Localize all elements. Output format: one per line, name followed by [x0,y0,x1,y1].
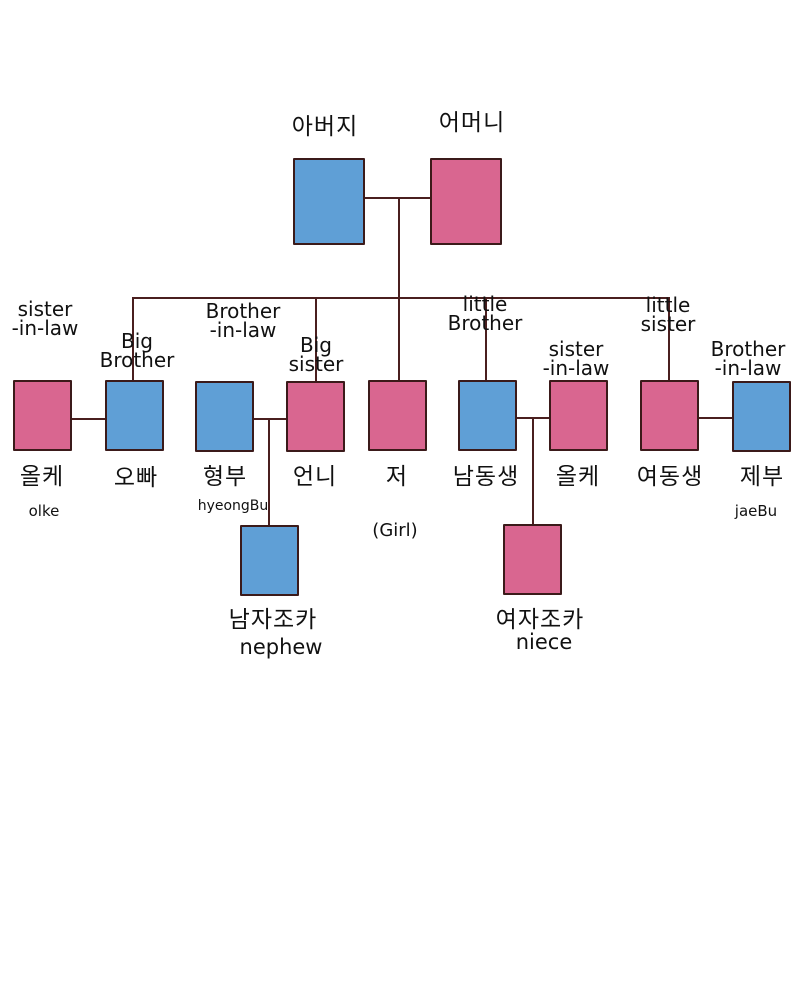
olke1-english-line2: -in-law [11,316,79,340]
namdongsaeng-english-line1: little [462,292,508,316]
jaebu-label: 제부 [739,464,785,490]
hyeongbu-english-line2: -in-law [209,318,277,342]
hyeongbu-box[interactable] [195,381,254,452]
yeodongsaeng-english-line2: sister [640,312,696,336]
olke-oppa-marriage-line [71,418,107,420]
olke1-english: sister-in-law [11,297,79,340]
hyeongbu-english: Brother-in-law [205,299,281,342]
oppa-box[interactable] [105,380,164,451]
nephew-english: nephew [239,635,323,659]
eonni-box[interactable] [286,381,345,452]
nephew-label: 남자조카 [228,607,318,633]
hyeongbu-english-line1: Brother [205,299,281,323]
yeodongsaeng-english-line1: little [645,293,691,317]
niece-english: niece [515,630,573,654]
niece-descent-line [532,417,534,525]
jaebu-english: Brother-in-law [710,337,786,380]
olke2-label: 올케 [555,464,601,490]
olke2-english-line1: sister [548,337,604,361]
siblings-bar [132,297,670,299]
niece-box[interactable] [503,524,562,595]
oppa-english-line2: Brother [99,348,175,372]
hyeongbu-eonni-marriage-line [253,418,288,420]
olke2-english: sister-in-law [542,337,610,380]
me-box[interactable] [368,380,427,451]
jaebu-english-line1: Brother [710,337,786,361]
olke1-english-line1: sister [17,297,73,321]
hyeongbu-label: 형부 [202,464,248,490]
me-label: 저 [385,464,409,490]
jaebu-box[interactable] [732,381,791,452]
yeodongsaeng-jaebu-marriage-line [698,417,734,419]
eonni-english-line2: sister [288,352,344,376]
olke1-box[interactable] [13,380,72,451]
oppa-label: 오빠 [113,465,159,491]
father-label: 아버지 [291,114,359,140]
olke2-box[interactable] [549,380,608,451]
olke1-label: 올케 [19,464,65,490]
parents-descent-line [398,197,400,382]
mother-box[interactable] [430,158,502,245]
oppa-english-line1: Big [121,329,153,353]
niece-label: 여자조카 [495,607,585,633]
yeodongsaeng-label: 여동생 [636,464,704,490]
nephew-descent-line [268,418,270,526]
yeodongsaeng-drop-line [668,297,670,381]
oppa-drop-line [132,297,134,381]
namdongsaeng-label: 남동생 [452,464,520,490]
yeodongsaeng-box[interactable] [640,380,699,451]
namdongsaeng-english-line2: Brother [447,311,523,335]
jaebu-romanized: jaeBu [734,502,778,520]
olke1-romanized: olke [28,502,60,520]
mother-label: 어머니 [438,110,506,136]
jaebu-english-line2: -in-law [714,356,782,380]
me-note: (Girl) [372,520,418,541]
namdongsaeng-drop-line [485,297,487,381]
father-box[interactable] [293,158,365,245]
namdongsaeng-box[interactable] [458,380,517,451]
eonni-english-line1: Big [300,333,332,357]
nephew-box[interactable] [240,525,299,596]
eonni-drop-line [315,297,317,381]
eonni-label: 언니 [292,464,338,490]
hyeongbu-romanized: hyeongBu [197,498,269,514]
olke2-english-line2: -in-law [542,356,610,380]
